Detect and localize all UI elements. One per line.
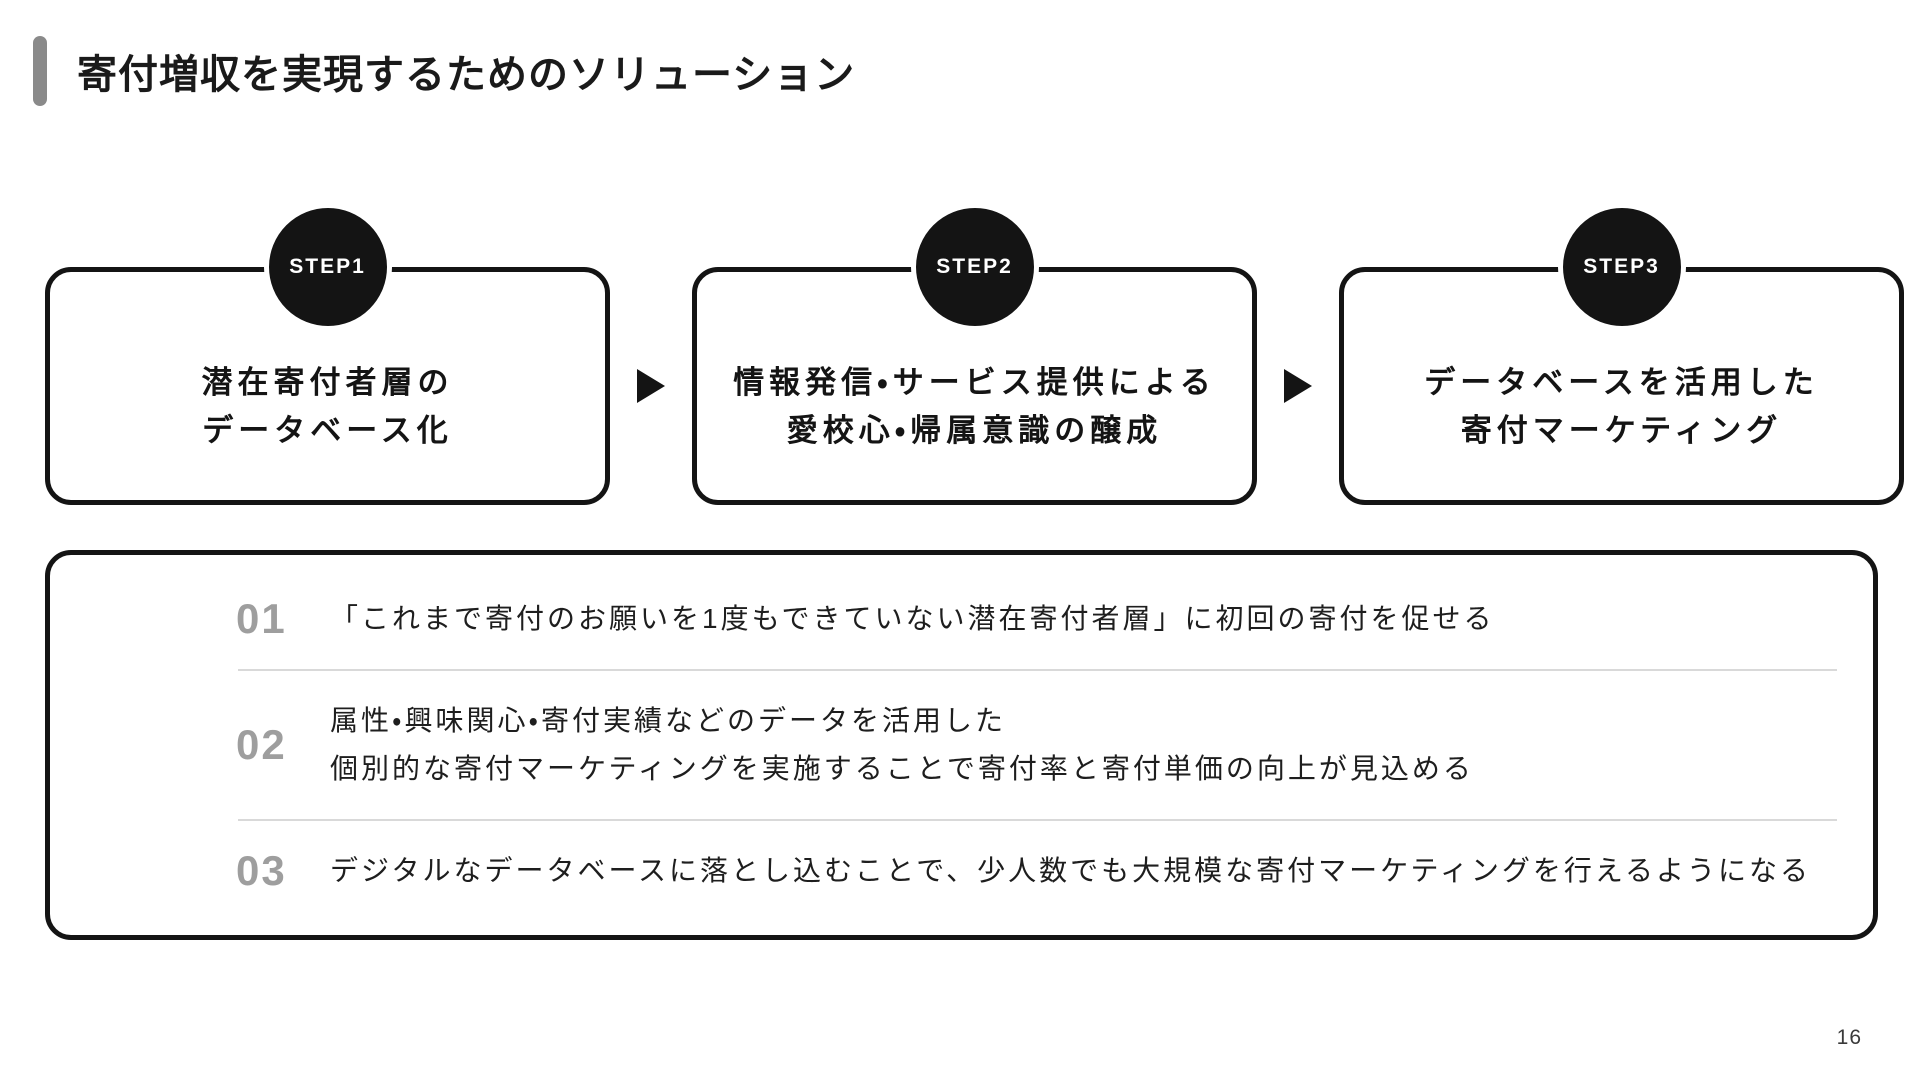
step1-badge: STEP1 <box>263 203 392 331</box>
point1-text: 「これまで寄付のお願いを1度もできていない潜在寄付者層」に初回の寄付を促せる <box>330 595 1494 643</box>
point2-line1: 属性・興味関心・寄付実績などのデータを活用した <box>330 705 1007 736</box>
steps-flow: 潜在寄付者層の データベース化 STEP1 情報発信・サービス提供による 愛校心… <box>45 203 1904 505</box>
point-row-2: 02 属性・興味関心・寄付実績などのデータを活用した 個別的な寄付マーケティング… <box>50 671 1873 819</box>
step-card-1: 潜在寄付者層の データベース化 STEP1 <box>45 203 610 505</box>
title-accent-bar <box>33 36 47 106</box>
point2-line2: 個別的な寄付マーケティングを実施することで寄付率と寄付単価の向上が見込める <box>330 753 1474 784</box>
step-card-2: 情報発信・サービス提供による 愛校心・帰属意識の醸成 STEP2 <box>692 203 1257 505</box>
row-divider <box>238 669 1837 671</box>
point3-text: デジタルなデータベースに落とし込むことで、少人数でも大規模な寄付マーケティングを… <box>330 847 1811 895</box>
point-row-3: 03 デジタルなデータベースに落とし込むことで、少人数でも大規模な寄付マーケティ… <box>50 821 1873 921</box>
step1-badge-label: STEP1 <box>289 255 366 278</box>
step1-line1: 潜在寄付者層の <box>201 364 454 400</box>
step3-line2: 寄付マーケティング <box>1460 413 1783 448</box>
step-card-3: データベースを活用した 寄付マーケティング STEP3 <box>1339 203 1904 505</box>
step2-text: 情報発信・サービス提供による 愛校心・帰属意識の醸成 <box>733 359 1216 455</box>
point3-number: 03 <box>236 847 287 894</box>
step2-badge: STEP2 <box>910 203 1039 331</box>
step2-line1: 情報発信・サービス提供による <box>733 364 1216 400</box>
step3-line1: データベースを活用した <box>1424 364 1819 400</box>
slide-title: 寄付増収を実現するためのソリューション <box>77 53 856 97</box>
row-divider <box>238 819 1837 821</box>
solution-points-panel: 01 「これまで寄付のお願いを1度もできていない潜在寄付者層」に初回の寄付を促せ… <box>45 550 1878 940</box>
point1-number: 01 <box>236 595 287 642</box>
page-number: 16 <box>1836 1026 1862 1049</box>
step2-line2: 愛校心・帰属意識の醸成 <box>786 413 1163 448</box>
point2-text: 属性・興味関心・寄付実績などのデータを活用した 個別的な寄付マーケティングを実施… <box>330 697 1474 793</box>
point2-number: 02 <box>236 721 287 768</box>
step3-badge: STEP3 <box>1557 203 1686 331</box>
step1-line2: データベース化 <box>202 413 453 448</box>
point1-line1: 「これまで寄付のお願いを1度もできていない潜在寄付者層」に初回の寄付を促せる <box>330 603 1495 634</box>
slide-header: 寄付増収を実現するためのソリューション <box>33 36 855 106</box>
arrow-right-icon <box>637 369 665 403</box>
point-row-1: 01 「これまで寄付のお願いを1度もできていない潜在寄付者層」に初回の寄付を促せ… <box>50 569 1873 669</box>
point3-line1: デジタルなデータベースに落とし込むことで、少人数でも大規模な寄付マーケティングを… <box>330 855 1812 886</box>
step1-text: 潜在寄付者層の データベース化 <box>202 359 454 455</box>
step2-badge-label: STEP2 <box>936 255 1013 278</box>
step3-text: データベースを活用した 寄付マーケティング <box>1424 359 1818 455</box>
step3-badge-label: STEP3 <box>1583 255 1660 278</box>
arrow-right-icon <box>1284 369 1312 403</box>
